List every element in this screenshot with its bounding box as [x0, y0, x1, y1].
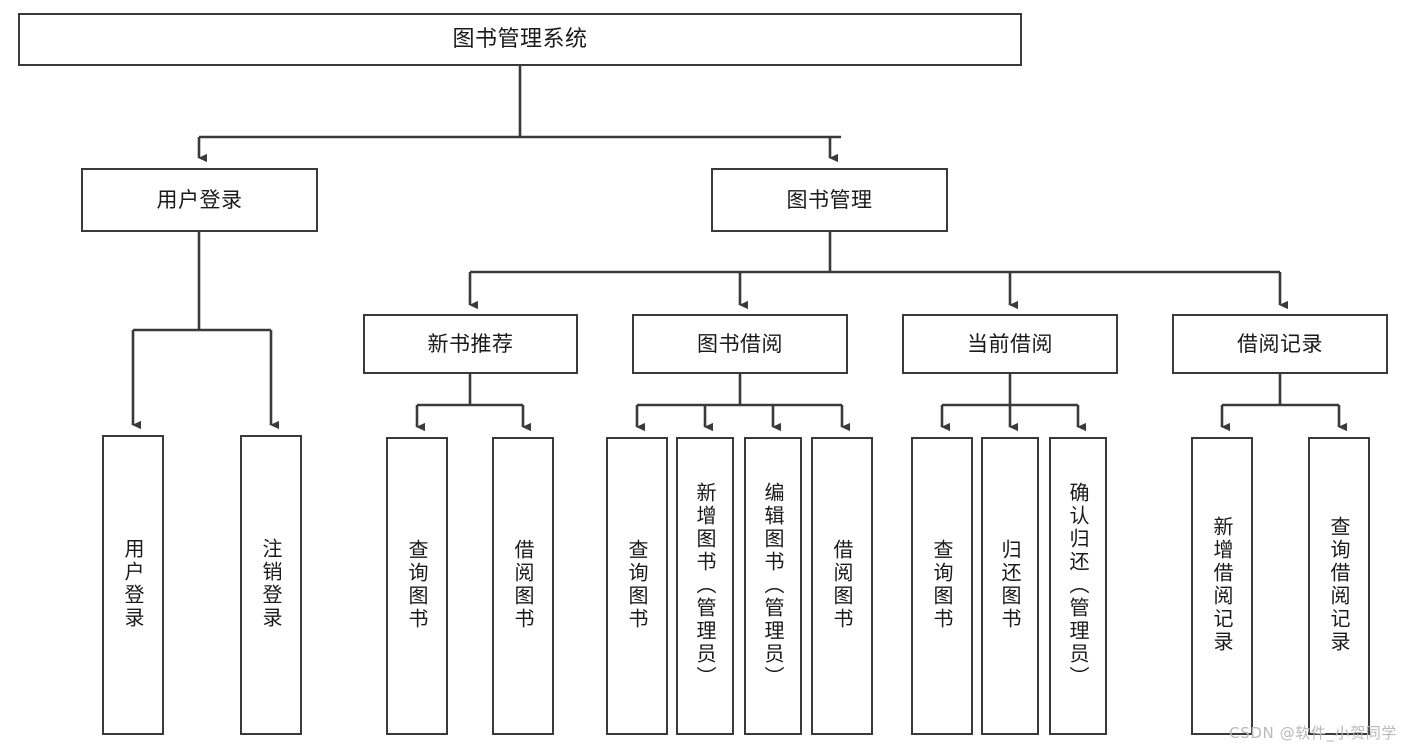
node-new-book-recommend[interactable]: 新书推荐	[363, 314, 578, 374]
node-leaf-add-borrow-record[interactable]: 新增借阅记录	[1191, 437, 1253, 735]
node-label: 新增借阅记录	[1210, 516, 1234, 654]
node-current-borrow[interactable]: 当前借阅	[902, 314, 1118, 374]
node-label: 新书推荐	[427, 331, 514, 356]
node-leaf-confirm-return-admin[interactable]: 确认归还（管理员）	[1049, 437, 1107, 735]
node-leaf-edit-book-admin[interactable]: 编辑图书（管理员）	[744, 437, 802, 735]
node-label: 借阅记录	[1237, 331, 1323, 356]
node-label: 查询图书	[405, 539, 429, 631]
node-label: 确认归还（管理员）	[1066, 481, 1090, 689]
node-leaf-borrow-book-nb[interactable]: 借阅图书	[492, 437, 554, 735]
node-label: 查询图书	[625, 539, 649, 631]
node-user-login[interactable]: 用户登录	[81, 168, 318, 232]
node-leaf-borrow-book-bb[interactable]: 借阅图书	[811, 437, 873, 735]
node-leaf-return-book[interactable]: 归还图书	[981, 437, 1039, 735]
node-label: 图书管理系统	[452, 26, 588, 52]
node-borrow-record[interactable]: 借阅记录	[1172, 314, 1388, 374]
node-label: 图书借阅	[697, 331, 783, 356]
node-label: 图书管理	[786, 187, 873, 212]
node-leaf-logout[interactable]: 注销登录	[240, 435, 302, 735]
node-leaf-add-book-admin[interactable]: 新增图书（管理员）	[676, 437, 734, 735]
node-leaf-query-book-cb[interactable]: 查询图书	[911, 437, 973, 735]
node-label: 查询借阅记录	[1327, 516, 1351, 654]
node-book-borrow[interactable]: 图书借阅	[632, 314, 848, 374]
node-leaf-query-book-nb[interactable]: 查询图书	[386, 437, 448, 735]
node-label: 注销登录	[259, 538, 283, 630]
node-book-management[interactable]: 图书管理	[711, 168, 948, 232]
node-leaf-query-book-bb[interactable]: 查询图书	[606, 437, 668, 735]
node-label: 查询图书	[930, 539, 954, 631]
node-label: 新增图书（管理员）	[693, 481, 717, 689]
node-label: 用户登录	[121, 538, 145, 630]
node-leaf-user-login[interactable]: 用户登录	[102, 435, 164, 735]
node-label: 借阅图书	[830, 539, 854, 631]
node-root-system[interactable]: 图书管理系统	[18, 13, 1022, 66]
watermark-text: CSDN @软件_小贺同学	[1229, 724, 1397, 742]
node-label: 当前借阅	[967, 331, 1053, 356]
node-label: 归还图书	[998, 539, 1022, 631]
node-leaf-query-borrow-record[interactable]: 查询借阅记录	[1308, 437, 1370, 735]
node-label: 用户登录	[156, 187, 243, 212]
node-label: 借阅图书	[511, 539, 535, 631]
node-label: 编辑图书（管理员）	[761, 481, 785, 689]
